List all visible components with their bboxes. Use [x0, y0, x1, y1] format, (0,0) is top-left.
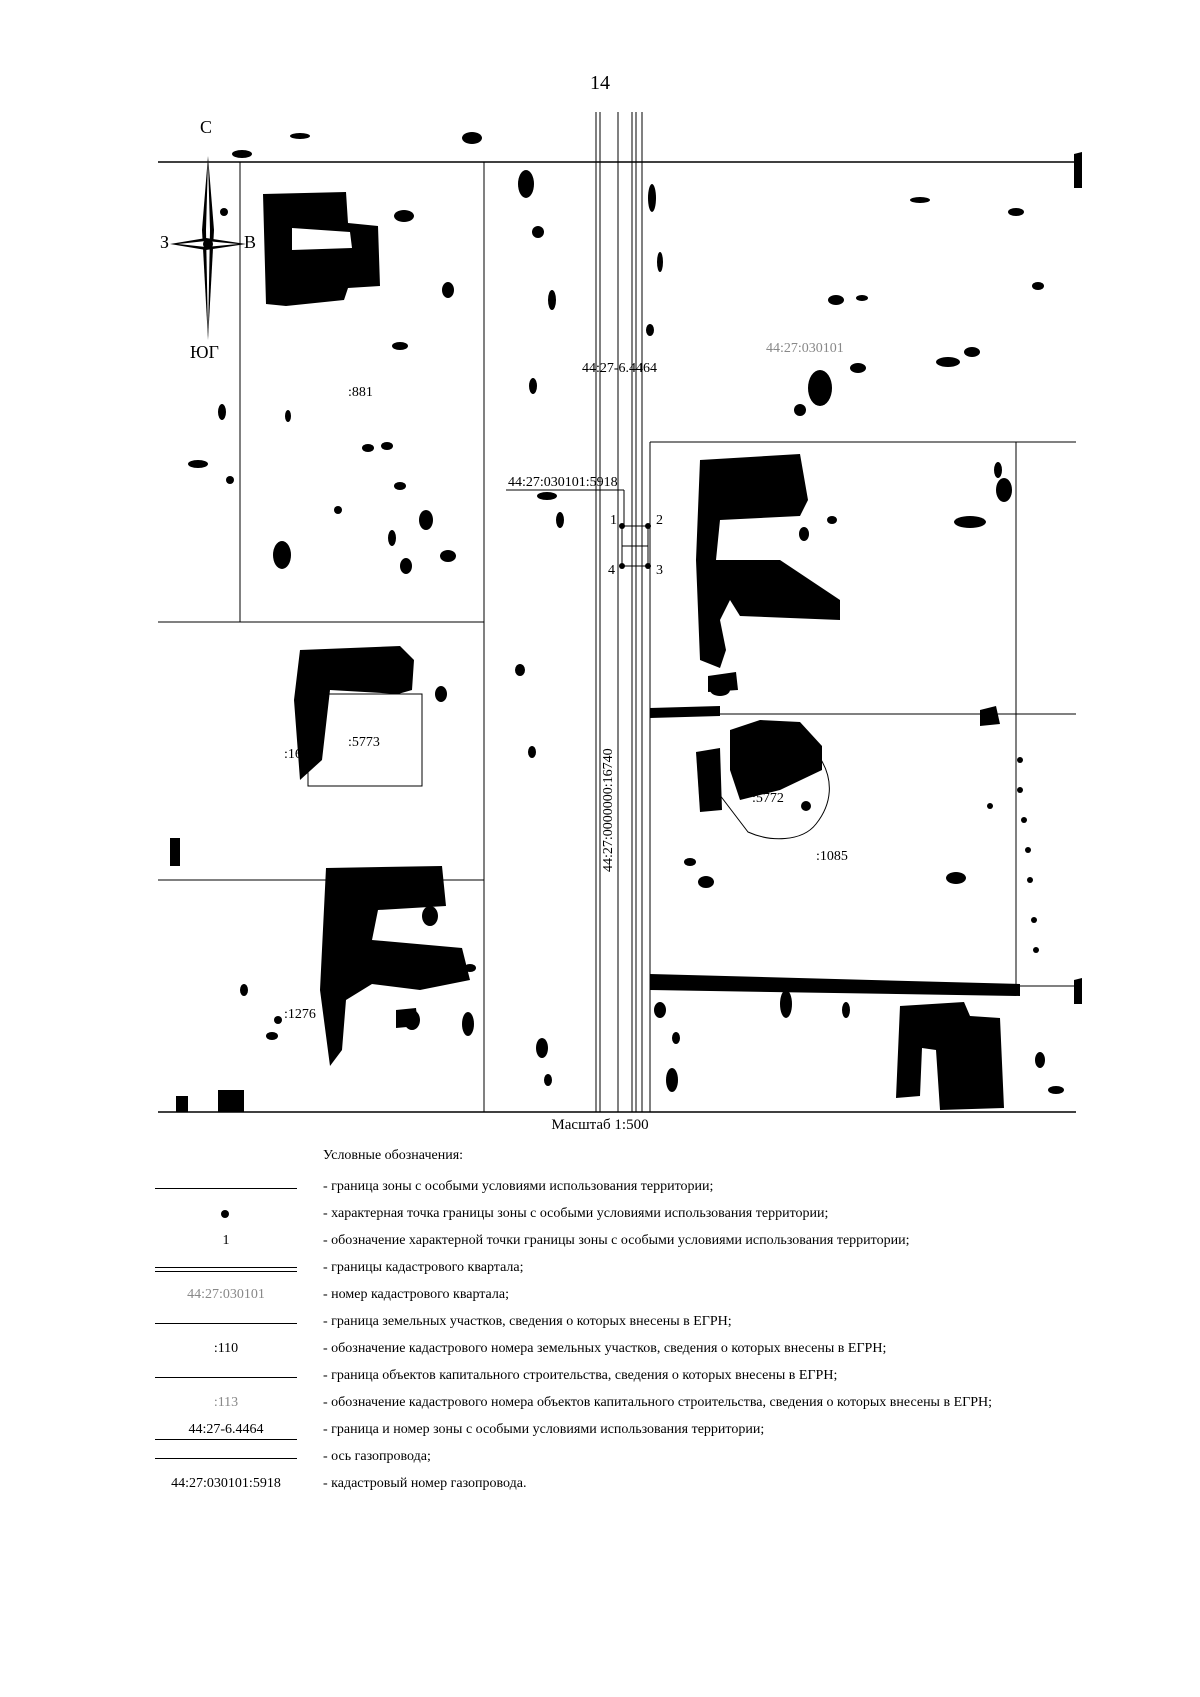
legend-symbol	[155, 1176, 297, 1202]
legend-description: - обозначение кадастрового номера земель…	[323, 1341, 887, 1356]
dark-patch-left-small	[176, 1096, 188, 1112]
legend-symbol: :113	[155, 1392, 297, 1418]
label-parcel-1663: :1663	[284, 747, 316, 762]
building-5772	[730, 720, 822, 800]
legend-description: - граница объектов капитального строител…	[323, 1368, 838, 1383]
building-1663	[294, 646, 414, 780]
legend-description: - границы кадастрового квартала;	[323, 1260, 524, 1275]
legend-symbol-text: 1	[222, 1233, 230, 1248]
dark-patch-mid-2	[650, 706, 720, 718]
road-edge-band	[650, 974, 1020, 996]
legend-symbol: :110	[155, 1338, 297, 1364]
label-point-1: 1	[610, 513, 617, 528]
legend-item: - граница земельных участков, сведения о…	[0, 1311, 1200, 1337]
legend-item: - граница объектов капитального строител…	[0, 1365, 1200, 1391]
page-number: 14	[590, 72, 610, 94]
legend-description: - кадастровый номер газопровода.	[323, 1476, 527, 1491]
zone-point-3	[645, 563, 651, 569]
legend-symbol: 1	[155, 1230, 297, 1256]
building-right-lower	[896, 1002, 1004, 1110]
compass-east-label: В	[244, 232, 256, 252]
dark-patch-right-edge-2	[1074, 978, 1082, 1004]
compass-south-label: ЮГ	[190, 342, 219, 362]
dark-patch-right-edge	[1074, 152, 1082, 188]
label-point-3: 3	[656, 563, 663, 578]
legend-description: - обозначение характерной точки границы …	[323, 1233, 910, 1248]
building-footprints	[170, 152, 1082, 1112]
label-zone-number: 44:27-6.4464	[582, 361, 657, 376]
legend-symbol: 44:27:030101	[155, 1284, 297, 1310]
protection-zone	[619, 523, 651, 569]
zone-point-2	[645, 523, 651, 529]
legend-description: - ось газопровода;	[323, 1449, 431, 1464]
legend-symbol	[155, 1365, 297, 1391]
legend-symbol	[155, 1257, 297, 1283]
legend-description: - граница земельных участков, сведения о…	[323, 1314, 732, 1329]
building-5772-annex	[696, 748, 722, 812]
zone-point-4	[619, 563, 625, 569]
legend-symbol-text: :110	[213, 1341, 239, 1356]
legend-item: - ось газопровода;	[0, 1446, 1200, 1472]
label-quarter-number: 44:27:030101	[766, 341, 844, 356]
legend-symbol	[155, 1203, 297, 1229]
compass-rose: С ЮГ В З	[160, 117, 256, 362]
building-1276	[320, 866, 470, 1066]
dark-patch-left	[218, 1090, 244, 1112]
legend-symbol-text: 44:27:030101:5918	[171, 1476, 281, 1491]
building-right-upper	[696, 454, 840, 668]
label-point-4: 4	[608, 563, 615, 578]
legend-symbol-text: 44:27-6.4464	[155, 1422, 297, 1440]
legend-symbol-text: 44:27:030101	[187, 1287, 265, 1302]
legend-item: 44:27-6.4464 - граница и номер зоны с осо…	[0, 1419, 1200, 1445]
legend-description: - обозначение кадастрового номера объект…	[323, 1395, 993, 1410]
cadastral-map: С ЮГ В З :881 44:27-6.4464 44:27:030101 …	[158, 112, 1082, 1113]
legend-item: - характерная точка границы зоны с особы…	[0, 1203, 1200, 1229]
label-road-number: 44:27:0000000:16740	[601, 748, 616, 872]
label-parcel-5772: :5772	[752, 791, 784, 806]
dark-patch-mid-1	[980, 706, 1000, 726]
building-881	[263, 192, 380, 306]
legend-symbol	[155, 1311, 297, 1337]
legend-item: 44:27:030101:5918 - кадастровый номер газ…	[0, 1473, 1200, 1499]
legend-item: :110 - обозначение кадастрового номера зе…	[0, 1338, 1200, 1364]
label-point-2: 2	[656, 513, 663, 528]
legend-description: - характерная точка границы зоны с особы…	[323, 1206, 829, 1221]
legend-symbol: 44:27-6.4464	[155, 1419, 297, 1445]
vegetation-speckles	[188, 132, 1064, 1094]
legend-description: - номер кадастрового квартала;	[323, 1287, 509, 1302]
map-scale: Масштаб 1:500	[551, 1117, 649, 1133]
label-parcel-1276: :1276	[284, 1007, 316, 1022]
legend-symbol	[155, 1446, 297, 1472]
label-pipeline-number: 44:27:030101:5918	[508, 475, 618, 490]
legend-description: - граница и номер зоны с особыми условия…	[323, 1422, 765, 1437]
legend-item: 1 - обозначение характерной точки границы…	[0, 1230, 1200, 1256]
zone-point-1	[619, 523, 625, 529]
legend-title: Условные обозначения:	[323, 1148, 464, 1163]
dark-patch-left-3	[170, 838, 180, 866]
compass-north-label: С	[200, 117, 212, 137]
label-parcel-1085: :1085	[816, 849, 848, 864]
legend-symbol-text: :113	[213, 1395, 239, 1410]
legend-symbol: 44:27:030101:5918	[155, 1473, 297, 1499]
compass-west-label: З	[160, 232, 169, 252]
legend-item: - граница зоны с особыми условиями испол…	[0, 1176, 1200, 1202]
legend-item: :113 - обозначение кадастрового номера об…	[0, 1392, 1200, 1418]
legend-item: - границы кадастрового квартала;	[0, 1257, 1200, 1283]
label-parcel-5773: :5773	[348, 735, 380, 750]
boundary-lines	[158, 112, 1076, 1113]
legend-description: - граница зоны с особыми условиями испол…	[323, 1179, 714, 1194]
legend-item: 44:27:030101 - номер кадастрового квартал…	[0, 1284, 1200, 1310]
label-parcel-881: :881	[348, 385, 373, 400]
